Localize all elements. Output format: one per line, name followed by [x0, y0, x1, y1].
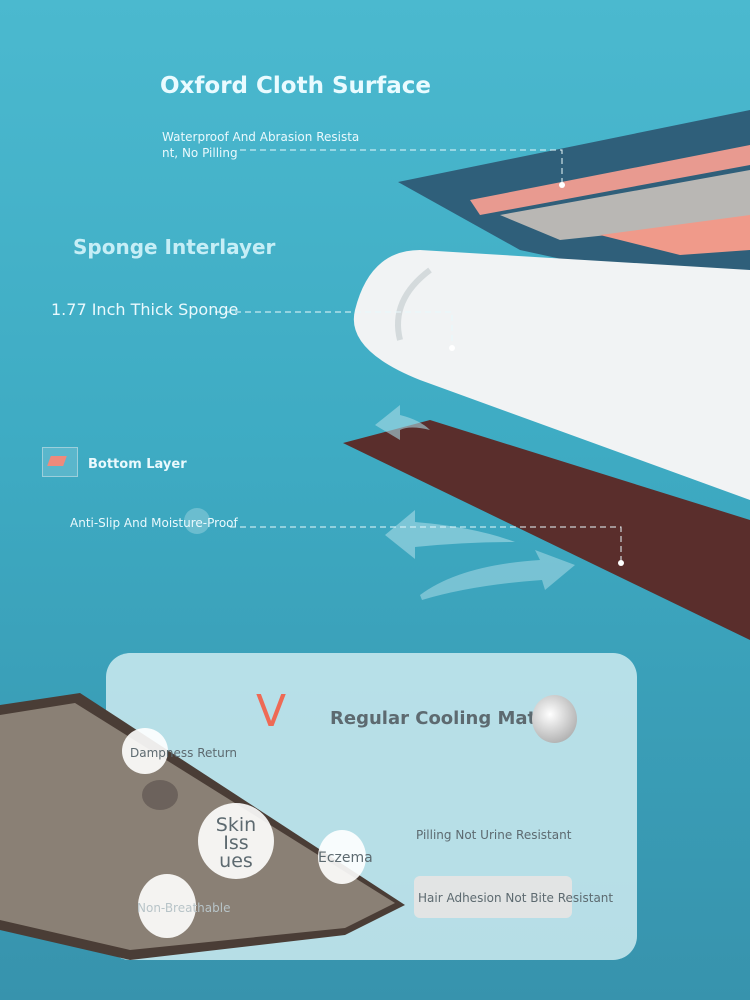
issue-skin: Skin Iss ues	[215, 814, 257, 872]
bottom-desc: Anti-Slip And Moisture-Proof	[70, 516, 238, 530]
accent-v-mark: V	[256, 686, 287, 737]
bottom-layer-icon	[42, 447, 78, 477]
bottom-title: Bottom Layer	[88, 457, 187, 472]
issue-dampness: Dampness Return	[130, 746, 238, 760]
water-drop-icon	[532, 695, 577, 743]
issue-hair: Hair Adhesion Not Bite Resistant	[418, 891, 614, 905]
oxford-desc-1: Waterproof And Abrasion Resista	[162, 130, 360, 144]
sponge-title: Sponge Interlayer	[73, 235, 276, 259]
sponge-desc: 1.77 Inch Thick Sponge	[51, 300, 239, 319]
sponge-layer	[353, 250, 750, 500]
bottom-layer	[343, 420, 750, 640]
oxford-desc-2: nt, No Pilling	[162, 146, 238, 160]
issue-non-breathable: Non-Breathable	[137, 901, 231, 915]
comparison-title: Regular Cooling Mat	[330, 708, 537, 729]
hair-clump-icon	[142, 780, 178, 810]
issue-pilling: Pilling Not Urine Resistant	[416, 828, 572, 842]
oxford-title: Oxford Cloth Surface	[160, 73, 431, 99]
issue-eczema: Eczema	[318, 850, 373, 866]
water-drop-icon	[184, 508, 210, 534]
